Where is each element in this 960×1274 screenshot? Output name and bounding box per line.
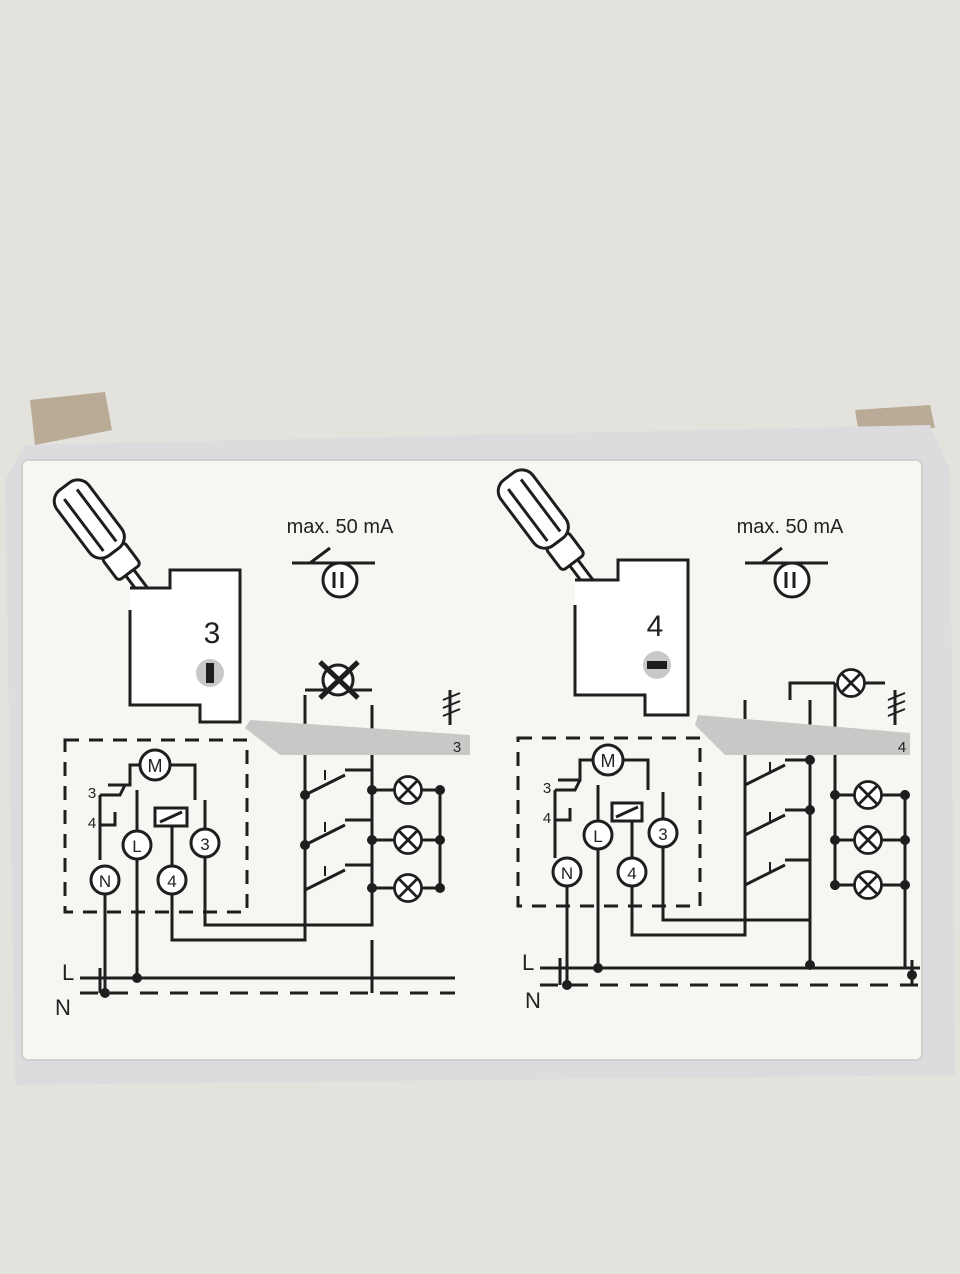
contact-label-3-right: 3: [543, 780, 551, 797]
contact-label-3-left: 3: [88, 785, 96, 802]
mode-bar-icon: [206, 663, 214, 683]
terminal-N-label-left: N: [99, 872, 111, 891]
sticker: [21, 459, 923, 1061]
device-enclosure: [63, 738, 249, 914]
line-L-label-left: L: [62, 960, 74, 985]
line-L-label-right: L: [522, 950, 534, 975]
contact-label-4-left: 4: [88, 815, 96, 832]
device-enclosure: [516, 736, 702, 908]
mode-dash-icon: [647, 661, 667, 669]
switch-housing: [573, 558, 690, 717]
bus-terminal-left: 3: [453, 739, 461, 756]
box-corner-left: [30, 392, 112, 445]
max-current-label-right: max. 50 mA: [737, 516, 844, 538]
left-diagram: [52, 478, 461, 995]
pushbutton-icon: [745, 546, 828, 599]
pushbutton-icon: [292, 546, 375, 599]
motor-label-right: M: [601, 751, 616, 771]
line-N-label-right: N: [525, 988, 541, 1013]
bus-band-right: [695, 715, 910, 755]
motor-label-left: M: [148, 756, 163, 776]
line-N-label-left: N: [55, 995, 71, 1020]
left-dots: [100, 785, 445, 998]
terminal-N-label-right: N: [561, 864, 573, 883]
terminal-3-label-left: 3: [200, 835, 209, 854]
right-dots: [562, 755, 917, 990]
contact-label-4-right: 4: [543, 810, 551, 827]
crossed-lamp-icon: [305, 660, 372, 700]
terminal-L-label-right: L: [593, 827, 602, 846]
right-diagram: [496, 468, 920, 987]
mode-number-left: 3: [204, 617, 221, 650]
bus-terminal-right: 4: [898, 739, 906, 756]
terminal-4-label-left: 4: [167, 872, 176, 891]
switch-housing: [128, 568, 242, 724]
box-corner-right: [855, 405, 935, 428]
bus-band-left: [245, 720, 470, 755]
terminal-L-label-left: L: [132, 837, 141, 856]
terminal-4-label-right: 4: [627, 864, 636, 883]
mode-number-right: 4: [647, 610, 664, 643]
max-current-label-left: max. 50 mA: [287, 516, 394, 538]
terminal-3-label-right: 3: [658, 825, 667, 844]
